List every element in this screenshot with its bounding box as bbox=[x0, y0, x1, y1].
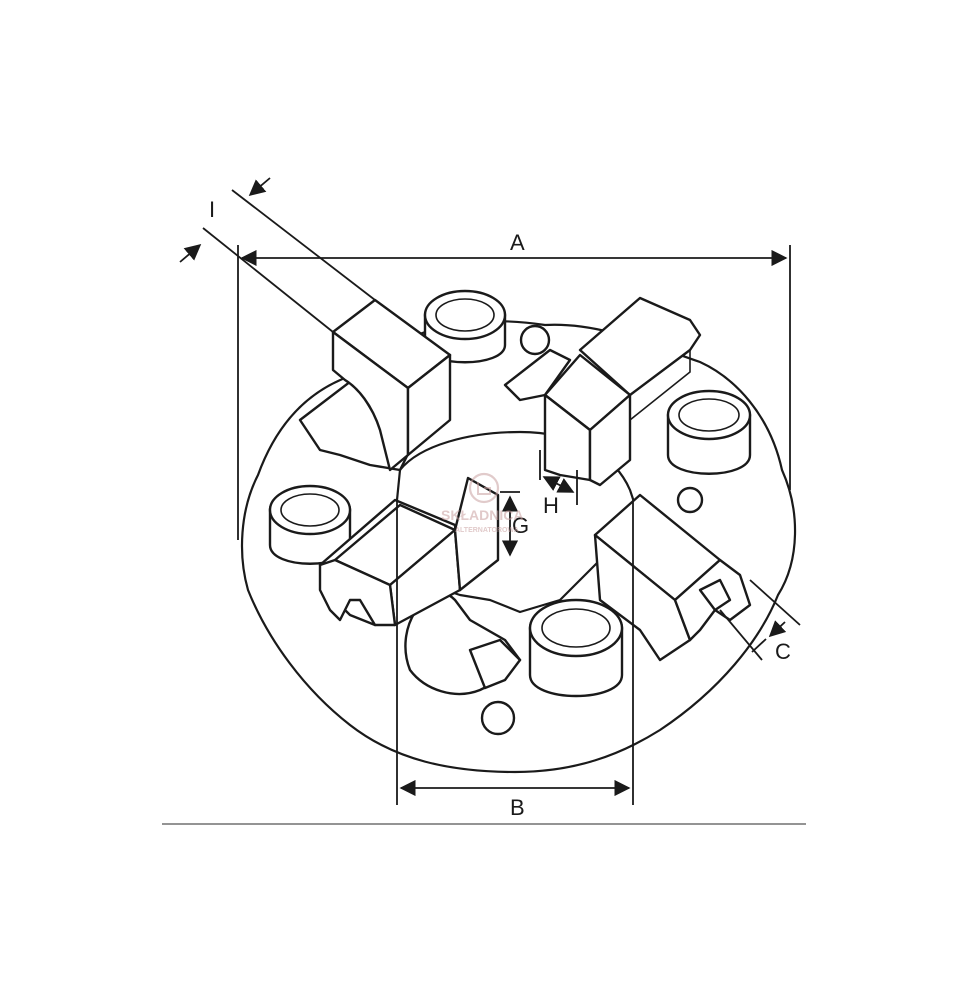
hole-top bbox=[519, 324, 551, 356]
brush-holder-center bbox=[318, 476, 500, 627]
svg-text:ALTERNATOROWA: ALTERNATOROWA bbox=[455, 527, 519, 534]
brush-holder-right bbox=[593, 493, 752, 662]
dimension-label-h: H bbox=[543, 493, 559, 518]
dimension-label-g: G bbox=[512, 513, 529, 538]
svg-text:SKŁADNICA: SKŁADNICA bbox=[441, 507, 523, 523]
hole-bottom bbox=[480, 700, 516, 736]
dimension-label-c: C bbox=[775, 639, 791, 664]
spring-post-bottom bbox=[528, 598, 624, 698]
dimension-label-a: A bbox=[510, 230, 525, 255]
plate-outline bbox=[240, 320, 797, 774]
dimension-label-b: B bbox=[510, 795, 525, 820]
hole-right bbox=[676, 486, 704, 514]
brush-holder-top-right bbox=[503, 296, 702, 487]
broken-tab bbox=[468, 638, 522, 690]
spring-post-left bbox=[268, 484, 352, 565]
dimension-label-i: I bbox=[209, 197, 215, 222]
brush-holder-top-left bbox=[298, 298, 452, 472]
spring-post-right bbox=[666, 389, 752, 475]
watermark: SKŁADNICA ALTERNATOROWA bbox=[441, 472, 523, 534]
